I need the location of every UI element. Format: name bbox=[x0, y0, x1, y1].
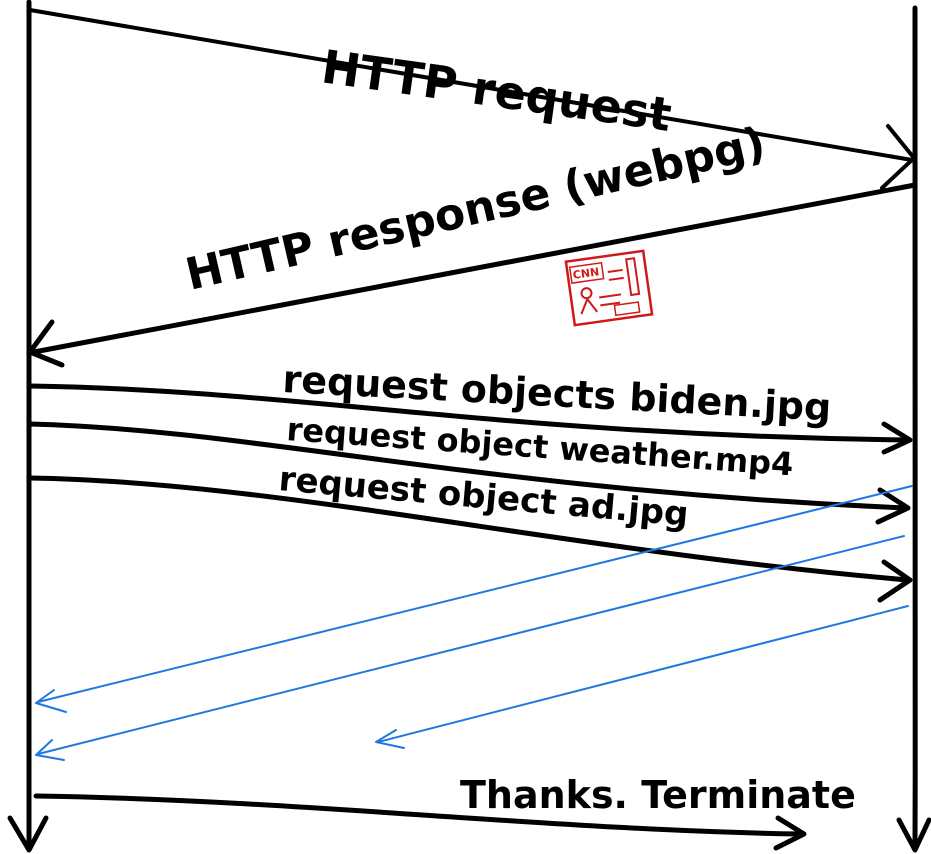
http-response-arrow bbox=[27, 182, 918, 368]
http-request-arrow bbox=[28, 8, 916, 190]
webpage-logo: CNN bbox=[572, 265, 600, 282]
request-biden-arrow bbox=[27, 383, 913, 455]
response-weather-arrow bbox=[35, 535, 905, 761]
webpage-sketch-icon: CNN bbox=[564, 249, 654, 327]
client-lifeline bbox=[7, 0, 49, 853]
response-ad-arrow bbox=[375, 605, 909, 749]
server-lifeline bbox=[896, 5, 931, 853]
response-biden-arrow bbox=[35, 485, 913, 713]
terminate-label: Thanks. Terminate bbox=[460, 773, 856, 817]
request-ad-arrow bbox=[27, 475, 913, 603]
http-response-label: HTTP response (webpg) bbox=[181, 118, 770, 301]
request-weather-arrow bbox=[27, 421, 911, 525]
terminate-arrow bbox=[33, 793, 807, 851]
http-request-label: HTTP request bbox=[318, 39, 674, 141]
